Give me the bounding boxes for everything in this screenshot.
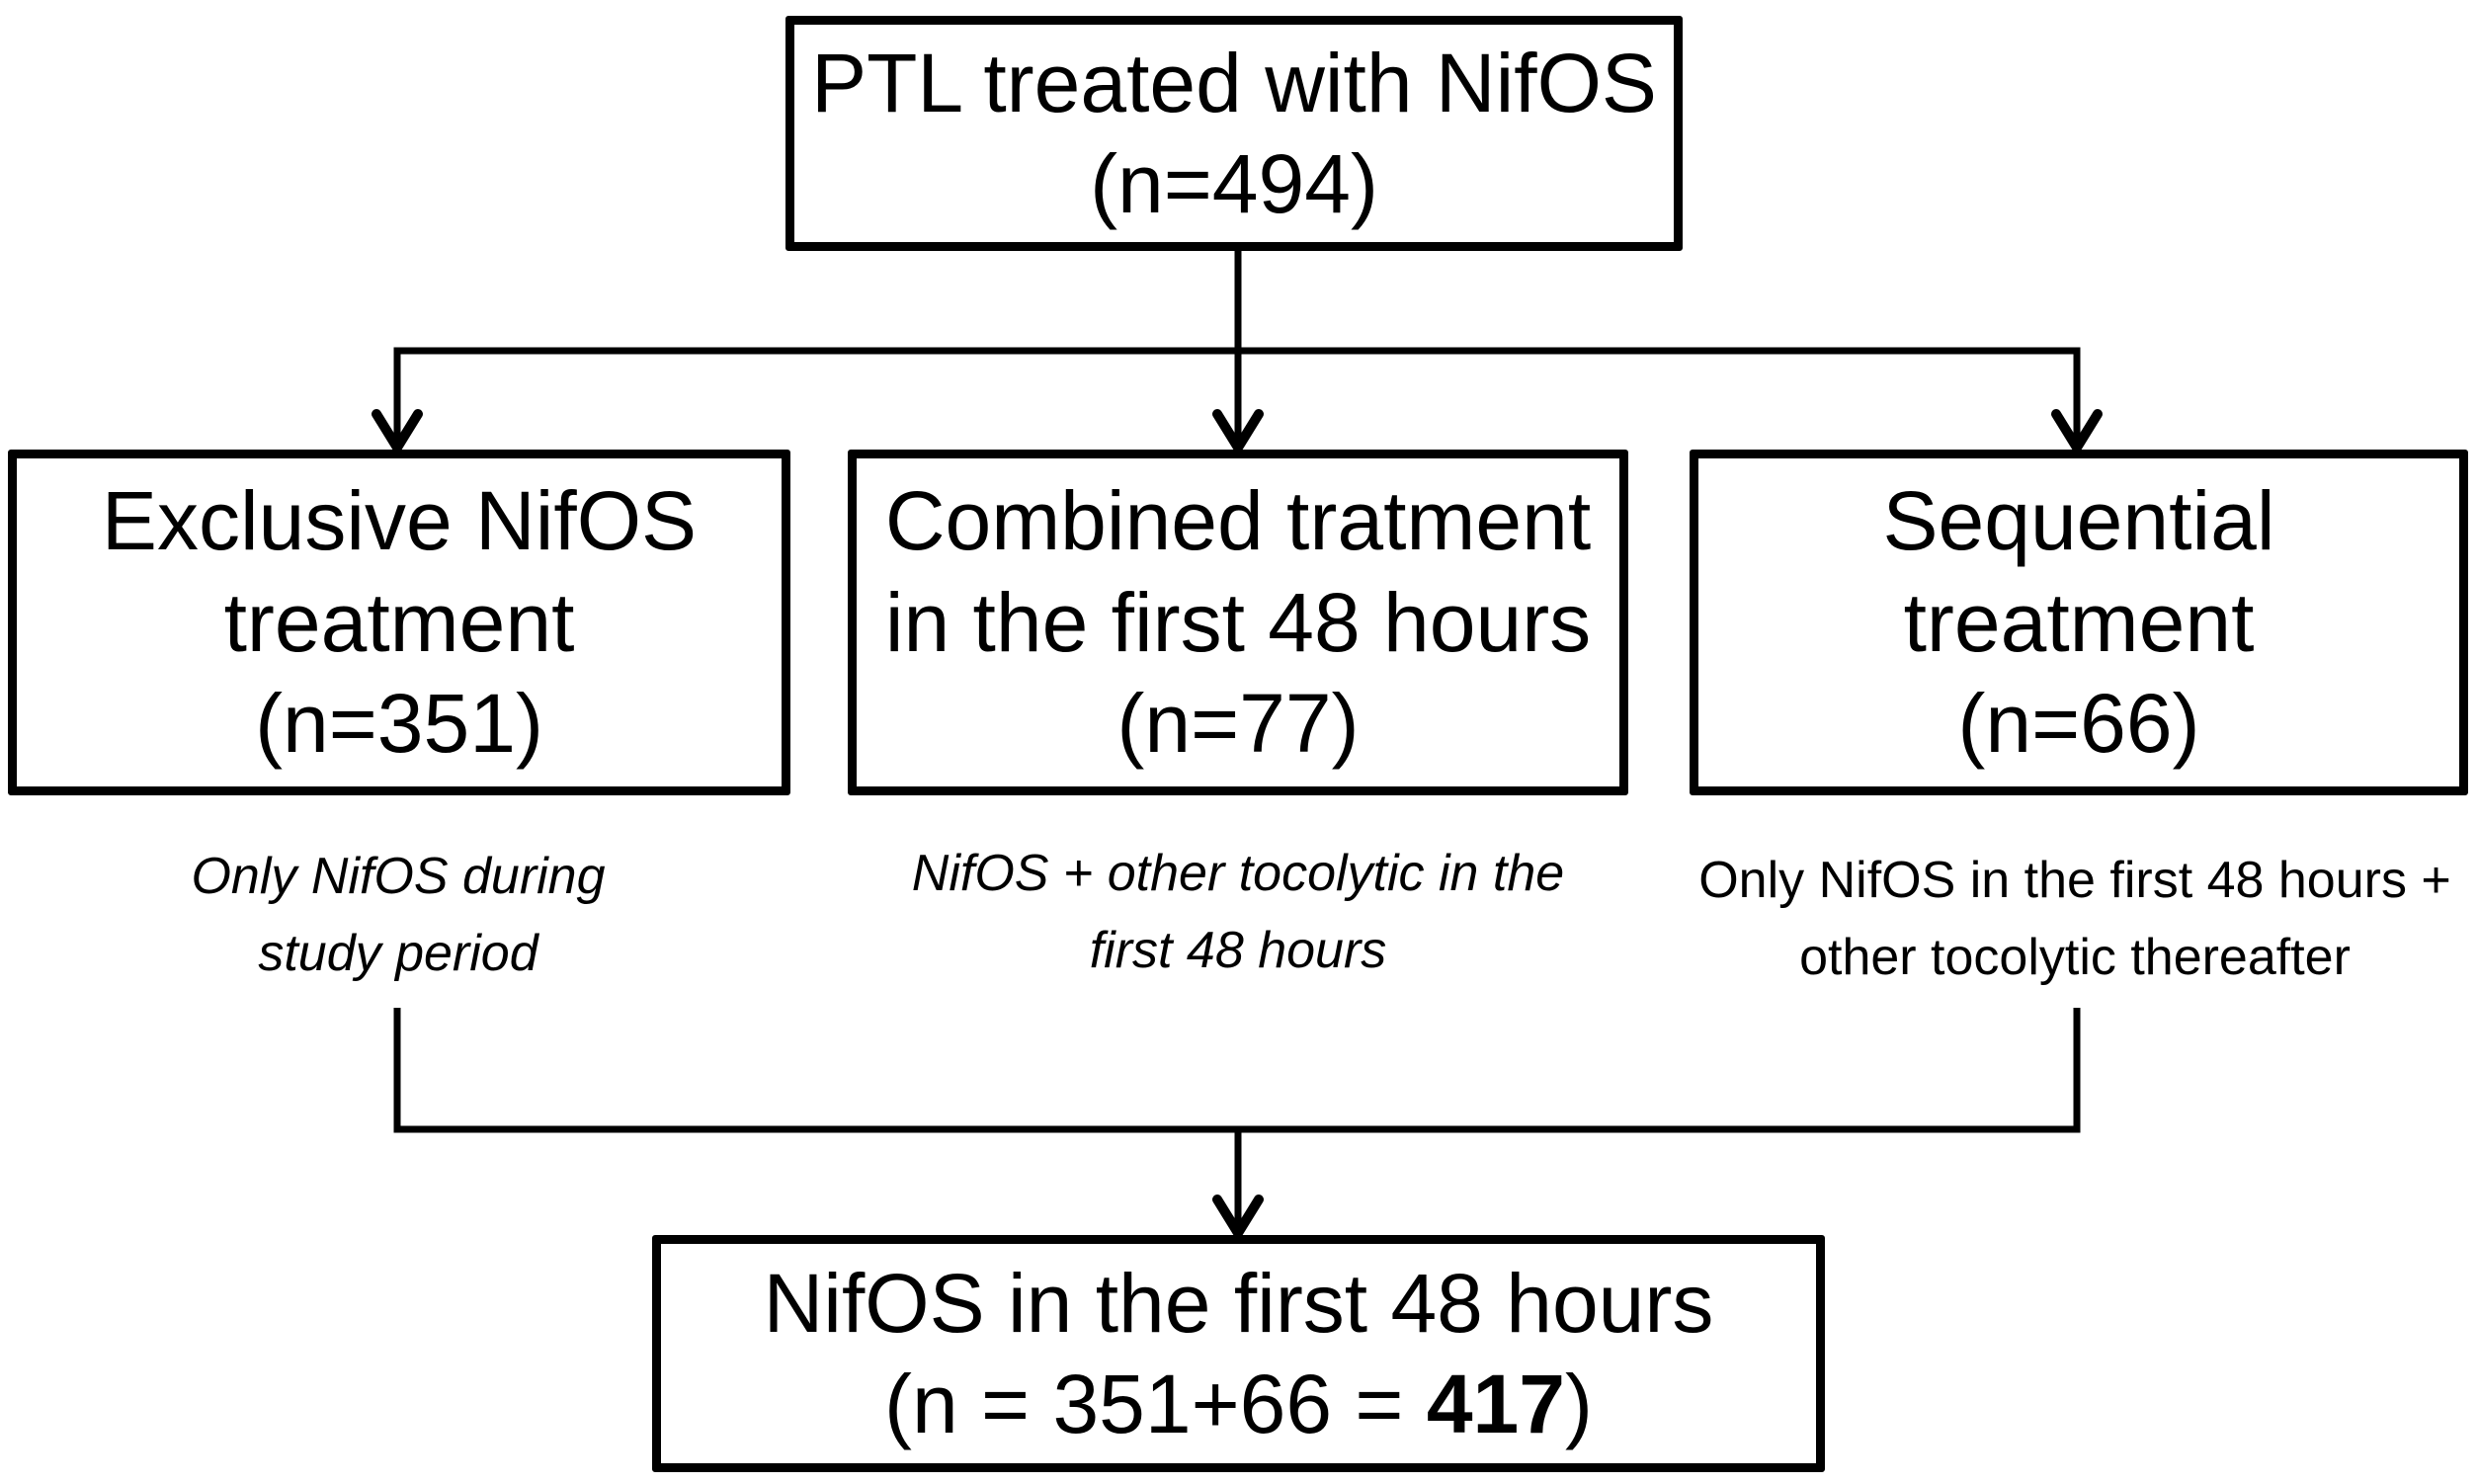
arrow-down-icon [1212,409,1264,453]
box-count: (n=66) [1957,677,2200,771]
box-title: in the first 48 hours [884,575,1592,669]
connector-merge-rail [393,1008,2081,1133]
caption-combined: NifOS + other tocolytic in the first 48 … [912,835,1564,989]
arrow-down-icon [2051,409,2103,453]
caption-line: Only NifOS during [191,848,606,905]
arrow-down-icon [1212,1195,1264,1238]
box-title: treatment [1903,575,2255,669]
box-combined-treatment: Combined tratment in the first 48 hours … [848,450,1628,795]
box-ptl-treated: PTL treated with NifOS (n=494) [785,16,1683,251]
caption-line: NifOS + other tocolytic in the [911,845,1565,902]
caption-line: other tocolytic thereafter [1799,929,2351,986]
box-count: (n=351) [255,677,543,771]
box-title: Exclusive NifOS [101,474,698,568]
box-sequential-treatment: Sequential treatment (n=66) [1690,450,2468,795]
caption-sequential: Only NifOS in the first 48 hours + other… [1698,842,2451,996]
box-title: treatment [223,575,575,669]
arrow-down-icon [372,409,423,453]
count-prefix: (n = 351+66 = [884,1358,1427,1450]
box-count: (n=494) [1090,137,1378,230]
caption-line: first 48 hours [1089,922,1387,979]
box-title: Combined tratment [884,474,1592,568]
box-title: NifOS in the first 48 hours [763,1256,1714,1350]
box-exclusive-treatment: Exclusive NifOS treatment (n=351) [8,450,790,795]
count-suffix: ) [1564,1358,1593,1450]
box-nifos-first-48h: NifOS in the first 48 hours (n = 351+66 … [652,1235,1825,1472]
box-count: (n=77) [1116,677,1360,771]
box-count: (n = 351+66 = 417) [884,1354,1593,1454]
box-title: Sequential [1882,474,2275,568]
caption-exclusive: Only NifOS during study period [191,838,605,992]
count-total: 417 [1426,1358,1565,1450]
caption-line: Only NifOS in the first 48 hours + [1698,852,2451,909]
box-title: PTL treated with NifOS [811,36,1657,129]
connector-branch-rail [393,347,2081,441]
caption-line: study period [258,925,538,982]
